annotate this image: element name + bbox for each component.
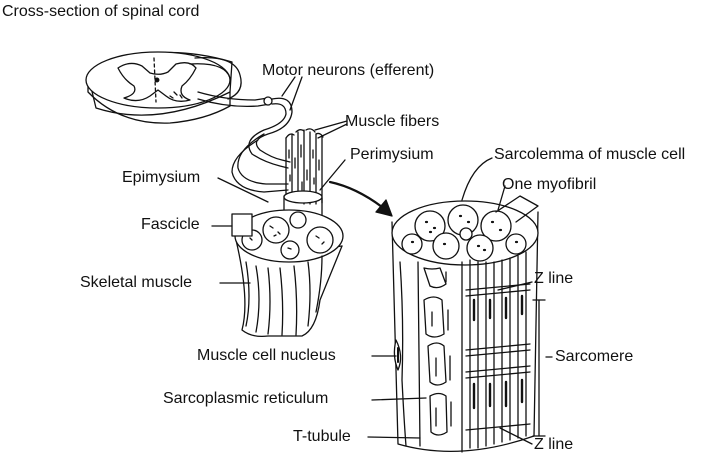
- label-muscle-cell-nucleus: Muscle cell nucleus: [197, 347, 336, 364]
- label-muscle-fibers: Muscle fibers: [345, 113, 440, 130]
- spinal-cord-section: [85, 51, 273, 124]
- label-z-line-bottom: Z line: [534, 436, 574, 453]
- label-sarcoplasmic-reticulum: Sarcoplasmic reticulum: [163, 390, 329, 407]
- label-one-myofibril: One myofibril: [502, 176, 597, 193]
- muscle-cell: [367, 157, 553, 453]
- label-sarcomere: Sarcomere: [555, 348, 634, 365]
- label-fascicle: Fascicle: [141, 216, 200, 233]
- label-skeletal-muscle: Skeletal muscle: [80, 274, 193, 291]
- label-perimysium: Perimysium: [350, 146, 434, 163]
- label-sarcolemma: Sarcolemma of muscle cell: [494, 146, 686, 163]
- label-spinal-cord: Cross-section of spinal cord: [2, 3, 200, 20]
- label-epimysium: Epimysium: [122, 169, 201, 186]
- label-motor-neurons: Motor neurons (efferent): [262, 62, 435, 79]
- label-z-line-top: Z line: [534, 270, 574, 287]
- motor-neuron-nerve: [231, 76, 303, 193]
- label-t-tubule: T-tubule: [293, 428, 351, 445]
- zoom-arrow: [328, 180, 393, 217]
- skeletal-muscle: [211, 177, 344, 338]
